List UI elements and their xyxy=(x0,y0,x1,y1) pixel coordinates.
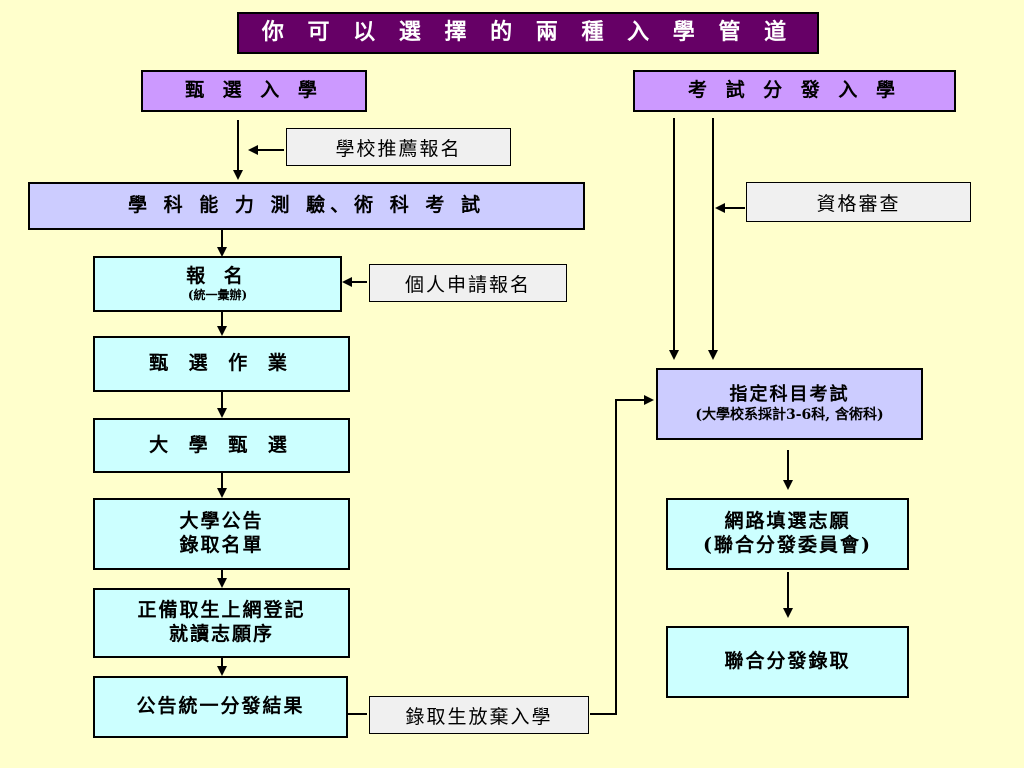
selective-admission-label: 甄 選 入 學 xyxy=(185,79,323,102)
designated-exam-label: 指定科目考試 xyxy=(729,384,850,405)
register-label: 報 名 xyxy=(186,264,249,287)
announce-admission-box: 大學公告 錄取名單 xyxy=(93,498,350,570)
joint-admission-label: 聯合分發錄取 xyxy=(724,650,851,673)
online-preference-box: 網路填選志願 (聯合分發委員會) xyxy=(666,498,909,570)
ability-test-box: 學 科 能 力 測 驗、術 科 考 試 xyxy=(28,182,585,230)
page-title: 你 可 以 選 擇 的 兩 種 入 學 管 道 xyxy=(237,12,819,54)
school-recommendation-label: 學校推薦報名 xyxy=(335,137,462,160)
university-screening-box: 大 學 甄 選 xyxy=(93,418,350,473)
university-screening-label: 大 學 甄 選 xyxy=(149,433,294,456)
register-sublabel: (統一彙辦) xyxy=(187,288,248,303)
online-registration-line2: 就讀志願序 xyxy=(168,623,274,645)
personal-application-label: 個人申請報名 xyxy=(404,273,531,296)
selective-admission-heading: 甄 選 入 學 xyxy=(141,70,367,112)
waive-admission-note: 錄取生放棄入學 xyxy=(369,696,589,734)
online-registration-line1: 正備取生上網登記 xyxy=(137,599,306,622)
announce-line2: 錄取名單 xyxy=(179,534,264,556)
screening-box: 甄 選 作 業 xyxy=(93,336,350,392)
personal-application-note: 個人申請報名 xyxy=(369,264,567,302)
designated-exam-box: 指定科目考試 (大學校系採計3-6科, 含術科) xyxy=(656,368,923,440)
online-preference-line2: (聯合分發委員會) xyxy=(703,534,872,556)
ability-test-label: 學 科 能 力 測 驗、術 科 考 試 xyxy=(128,194,485,217)
school-recommendation-note: 學校推薦報名 xyxy=(286,128,511,166)
exam-distribution-label: 考 試 分 發 入 學 xyxy=(687,79,902,102)
announce-line1: 大學公告 xyxy=(179,510,264,533)
page-title-text: 你 可 以 選 擇 的 兩 種 入 學 管 道 xyxy=(261,19,795,46)
online-registration-box: 正備取生上網登記 就讀志願序 xyxy=(93,588,350,658)
qualification-review-label: 資格審查 xyxy=(816,192,901,215)
designated-exam-sublabel: (大學校系採計3-6科, 含術科) xyxy=(695,406,884,423)
distribution-result-box: 公告統一分發結果 xyxy=(93,676,348,738)
distribution-result-label: 公告統一分發結果 xyxy=(136,695,305,718)
arrow-waive-to-exam xyxy=(590,395,654,715)
exam-distribution-heading: 考 試 分 發 入 學 xyxy=(633,70,956,112)
joint-admission-box: 聯合分發錄取 xyxy=(666,626,909,698)
register-box: 報 名 (統一彙辦) xyxy=(93,256,342,312)
online-preference-line1: 網路填選志願 xyxy=(724,510,851,533)
qualification-review-note: 資格審查 xyxy=(746,182,971,222)
screening-label: 甄 選 作 業 xyxy=(149,352,294,375)
waive-admission-label: 錄取生放棄入學 xyxy=(405,705,553,728)
